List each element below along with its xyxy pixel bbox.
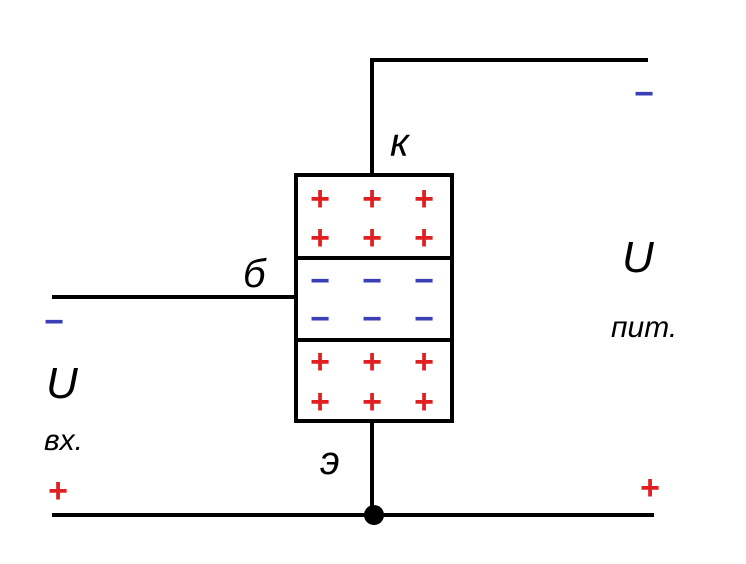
junction-dot [364,505,384,525]
supply-plus-sign: + [640,469,660,507]
supply-minus-sign: − [634,75,654,113]
emitter-charge-sign: + [414,383,434,421]
supply-voltage-subscript: пит. [611,311,677,344]
emitter-label: э [320,439,340,483]
transistor-body [294,173,454,423]
collector-charge-sign: + [414,219,434,257]
collector-label: к [390,121,411,165]
base-charge-sign: − [362,300,382,338]
base-region: −−−−−− [310,262,434,338]
base-charge-sign: − [310,300,330,338]
supply-voltage-symbol: U [622,233,654,282]
emitter-charge-sign: + [414,343,434,381]
emitter-charge-sign: + [362,343,382,381]
wires [52,58,654,517]
collector-charge-sign: + [362,180,382,218]
collector-charge-sign: + [310,219,330,257]
emitter-region: ++++++ [310,343,434,421]
collector-charge-sign: + [310,180,330,218]
collector-wire [370,58,648,173]
transistor-box [294,173,454,423]
input-minus-sign: − [44,303,64,341]
base-charge-sign: − [414,262,434,300]
emitter-charge-sign: + [362,383,382,421]
emitter-charge-sign: + [310,383,330,421]
base-charge-sign: − [362,262,382,300]
base-charge-sign: − [310,262,330,300]
input-plus-sign: + [48,472,68,510]
base-charge-sign: − [414,300,434,338]
base-label: б [243,252,267,296]
input-voltage-subscript: вх. [44,424,83,457]
input-voltage-symbol: U [46,359,78,408]
collector-charge-sign: + [414,180,434,218]
emitter-charge-sign: + [310,343,330,381]
collector-region: ++++++ [310,180,434,257]
collector-charge-sign: + [362,219,382,257]
